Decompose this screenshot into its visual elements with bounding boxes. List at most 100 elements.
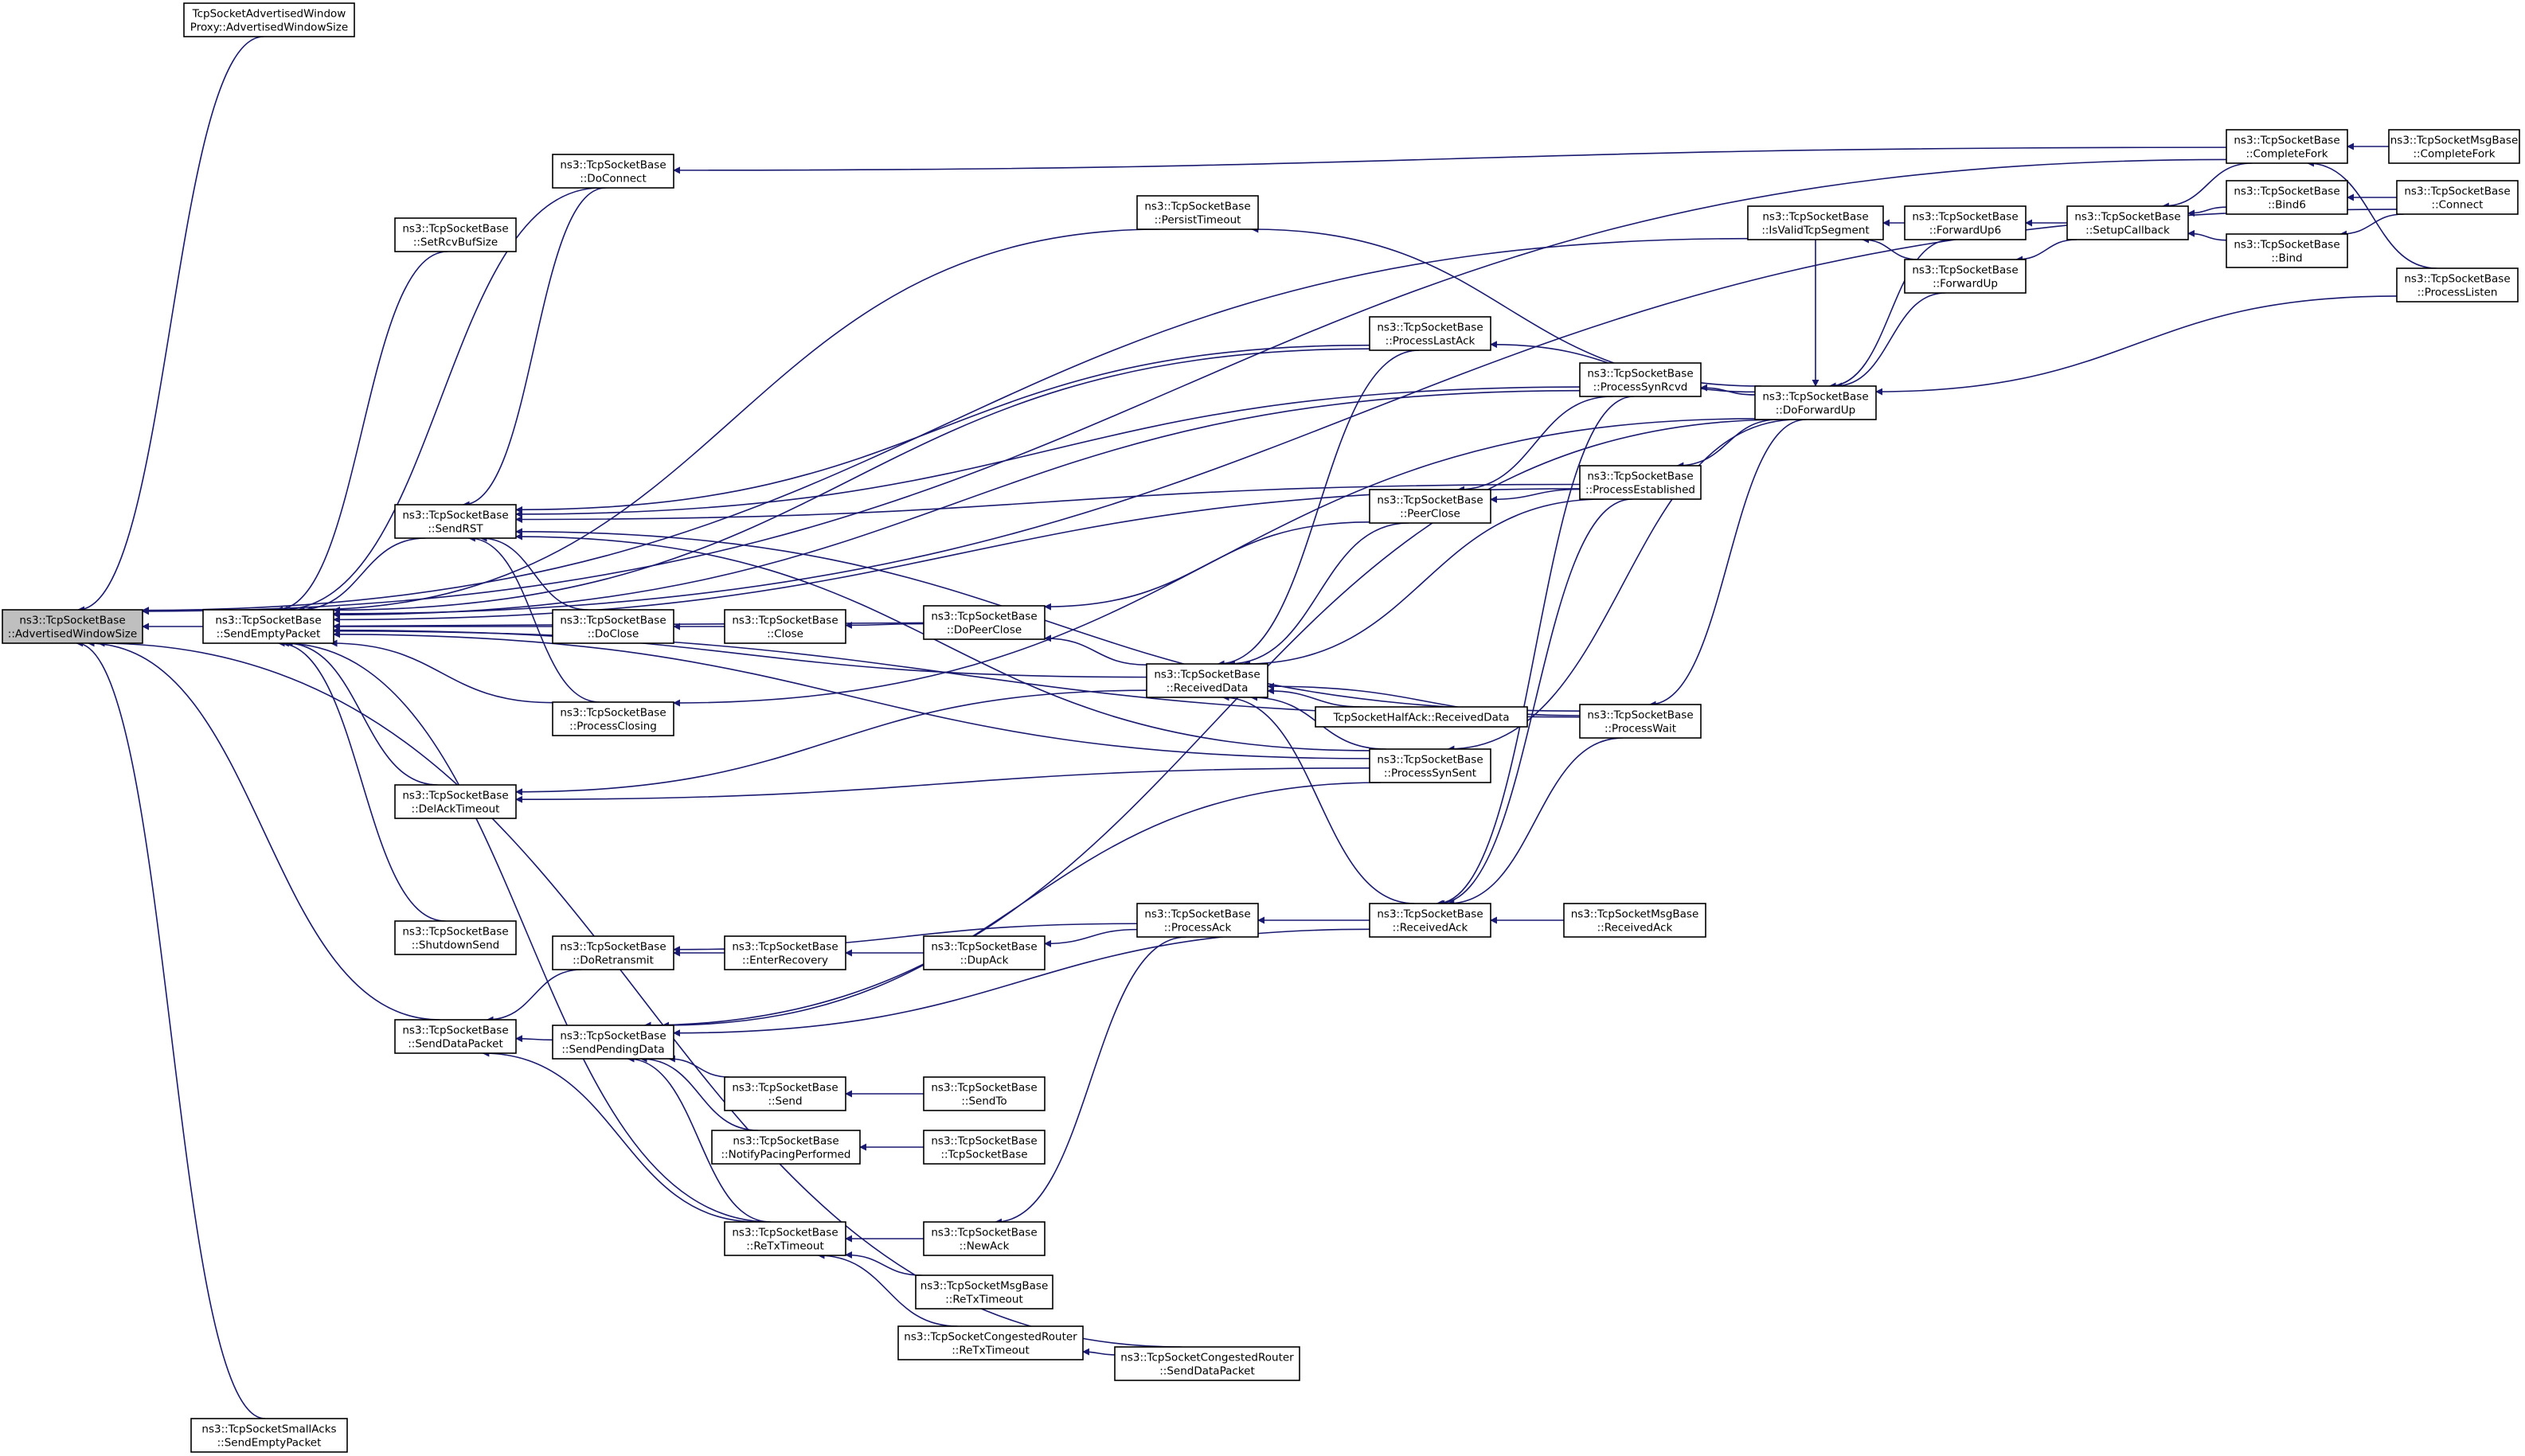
edge-process-closing-to-send-empty-packet [330,639,553,704]
node-shutdown-send[interactable]: ns3::TcpSocketBase::ShutdownSend [394,920,517,955]
node-process-listen[interactable]: ns3::TcpSocketBase::ProcessListen [2396,267,2519,303]
node-proxy-advertised-window-size[interactable]: TcpSocketAdvertisedWindowProxy::Advertis… [183,2,355,37]
node-dup-ack[interactable]: ns3::TcpSocketBase::DupAck [923,935,1046,970]
edge-send-to-send-pending-data [667,1055,730,1078]
node-box [183,2,355,37]
node-label: ns3::TcpSocketBase [1144,201,1250,213]
node-box [1369,903,1491,938]
node-enter-recovery[interactable]: ns3::TcpSocketBase::EnterRecovery [724,935,846,970]
node-box [202,609,334,644]
node-label: ns3::TcpSocketBase [931,941,1037,954]
node-process-wait[interactable]: ns3::TcpSocketBase::ProcessWait [1579,704,1702,739]
node-send-data-packet[interactable]: ns3::TcpSocketBase::SendDataPacket [394,1019,517,1054]
node-label: ns3::TcpSocketBase [1587,368,1693,381]
edge-send-data-packet-to-advertised-window-size [87,639,440,1021]
edge-process-ack-to-new-ack [995,936,1186,1226]
node-msg-received-ack[interactable]: ns3::TcpSocketMsgBase::ReceivedAck [1563,903,1706,938]
node-tcp-socket-base-ctor[interactable]: ns3::TcpSocketBase::TcpSocketBase [923,1130,1046,1165]
edge-do-connect-to-send-rst [462,187,606,509]
edge-complete-fork-to-setup-callback [2161,162,2253,210]
node-send-empty-packet[interactable]: ns3::TcpSocketBase::SendEmptyPacket [202,609,334,644]
node-label: ::TcpSocketBase [940,1149,1027,1161]
node-label: ::ReTxTimeout [945,1294,1023,1306]
node-label: ::ForwardUp [1933,278,1998,291]
node-label: ::SendRST [428,523,483,536]
node-label: ns3::TcpSocketBase [1762,211,1868,224]
node-notify-pacing-performed[interactable]: ns3::TcpSocketBase::NotifyPacingPerforme… [711,1130,861,1165]
node-forward-up[interactable]: ns3::TcpSocketBase::ForwardUp [1904,259,2027,294]
node-label: ::SendEmptyPacket [217,1437,322,1450]
node-cong-re-tx-timeout[interactable]: ns3::TcpSocketCongestedRouter::ReTxTimeo… [897,1325,1084,1360]
node-send-pending-data[interactable]: ns3::TcpSocketBase::SendPendingData [552,1025,674,1060]
node-do-close[interactable]: ns3::TcpSocketBase::DoClose [552,609,674,644]
edge-process-wait-to-received-ack [1447,737,1623,908]
node-label: ::ReTxTimeout [746,1240,824,1253]
node-do-connect[interactable]: ns3::TcpSocketBase::DoConnect [552,154,674,189]
node-label: ns3::TcpSocketBase [402,790,508,802]
node-box [552,1025,674,1060]
node-label: ::EnterRecovery [742,954,828,967]
edge-do-forward-up-to-send-pending-data [643,419,1784,1029]
node-send-rst[interactable]: ns3::TcpSocketBase::SendRST [394,504,517,539]
node-persist-timeout[interactable]: ns3::TcpSocketBase::PersistTimeout [1136,195,1259,230]
node-label: ::Connect [2432,199,2484,212]
node-advertised-window-size[interactable]: ns3::TcpSocketBase::AdvertisedWindowSize [2,609,143,644]
node-label: ns3::TcpSocketBase [1912,264,2018,277]
node-small-acks-send-empty-packet[interactable]: ns3::TcpSocketSmallAcks::SendEmptyPacket [190,1418,348,1453]
node-label: ns3::TcpSocketBase [2234,185,2339,198]
node-setup-callback[interactable]: ns3::TcpSocketBase::SetupCallback [2066,205,2189,240]
node-do-peer-close[interactable]: ns3::TcpSocketBase::DoPeerClose [923,605,1046,640]
node-box [923,935,1046,970]
node-received-data[interactable]: ns3::TcpSocketBase::ReceivedData [1146,663,1268,698]
node-peer-close[interactable]: ns3::TcpSocketBase::PeerClose [1369,489,1491,524]
node-box [2388,129,2520,164]
node-label: ns3::TcpSocketBase [2234,135,2339,147]
node-box [724,935,846,970]
node-close[interactable]: ns3::TcpSocketBase::Close [724,609,846,644]
node-bind[interactable]: ns3::TcpSocketBase::Bind [2226,233,2348,268]
node-process-syn-rcvd[interactable]: ns3::TcpSocketBase::ProcessSynRcvd [1579,362,1702,397]
node-cong-send-data-packet[interactable]: ns3::TcpSocketCongestedRouter::SendDataP… [1114,1346,1300,1381]
edge-process-syn-rcvd-to-peer-close [1456,396,1613,494]
node-box [2226,180,2348,215]
node-label: ::SendTo [961,1095,1006,1108]
node-box [394,920,517,955]
node-do-retransmit[interactable]: ns3::TcpSocketBase::DoRetransmit [552,935,674,970]
node-set-rcv-buf-size[interactable]: ns3::TcpSocketBase::SetRcvBufSize [394,217,517,252]
node-process-established[interactable]: ns3::TcpSocketBase::ProcessEstablished [1579,465,1702,500]
node-is-valid-tcp-segment[interactable]: ns3::TcpSocketBase::IsValidTcpSegment [1747,205,1884,240]
node-box [1136,903,1259,938]
node-complete-fork[interactable]: ns3::TcpSocketBase::CompleteFork [2226,129,2348,164]
node-process-last-ack[interactable]: ns3::TcpSocketBase::ProcessLastAck [1369,316,1491,351]
node-label: ns3::TcpSocketBase [1912,211,2018,224]
node-label: ::ForwardUp6 [1929,224,2001,237]
node-process-closing[interactable]: ns3::TcpSocketBase::ProcessClosing [552,701,674,736]
node-send-to[interactable]: ns3::TcpSocketBase::SendTo [923,1076,1046,1111]
edge-del-ack-timeout-to-send-empty-packet [285,639,438,786]
node-connect[interactable]: ns3::TcpSocketBase::Connect [2396,180,2519,215]
node-msg-re-tx-timeout[interactable]: ns3::TcpSocketMsgBase::ReTxTimeout [915,1274,1053,1310]
node-label: ns3::TcpSocketBase [560,941,666,954]
node-send[interactable]: ns3::TcpSocketBase::Send [724,1076,846,1111]
node-msg-complete-fork[interactable]: ns3::TcpSocketMsgBase::CompleteFork [2388,129,2520,164]
edge-do-forward-up-to-process-closing [673,418,1756,707]
node-process-ack[interactable]: ns3::TcpSocketBase::ProcessAck [1136,903,1259,938]
node-half-ack-received-data[interactable]: TcpSocketHalfAck::ReceivedData [1315,706,1528,728]
node-label: ::Bind [2271,252,2302,265]
node-do-forward-up[interactable]: ns3::TcpSocketBase::DoForwardUp [1754,385,1877,420]
edge-process-established-to-received-data [1242,498,1605,668]
node-label: ns3::TcpSocketBase [1587,470,1693,483]
edge-do-connect-to-send-empty-packet [279,187,601,614]
node-box [1747,205,1884,240]
node-received-ack[interactable]: ns3::TcpSocketBase::ReceivedAck [1369,903,1491,938]
edge-do-forward-up-to-process-wait [1648,419,1807,708]
node-del-ack-timeout[interactable]: ns3::TcpSocketBase::DelAckTimeout [394,784,517,819]
node-box [394,784,517,819]
node-process-syn-sent[interactable]: ns3::TcpSocketBase::ProcessSynSent [1369,748,1491,783]
node-forward-up6[interactable]: ns3::TcpSocketBase::ForwardUp6 [1904,205,2027,240]
node-re-tx-timeout[interactable]: ns3::TcpSocketBase::ReTxTimeout [724,1221,846,1256]
node-new-ack[interactable]: ns3::TcpSocketBase::NewAck [923,1221,1046,1256]
edge-do-retransmit-to-send-data-packet [486,969,582,1024]
node-bind6[interactable]: ns3::TcpSocketBase::Bind6 [2226,180,2348,215]
edge-peer-close-to-received-data [1227,522,1409,668]
